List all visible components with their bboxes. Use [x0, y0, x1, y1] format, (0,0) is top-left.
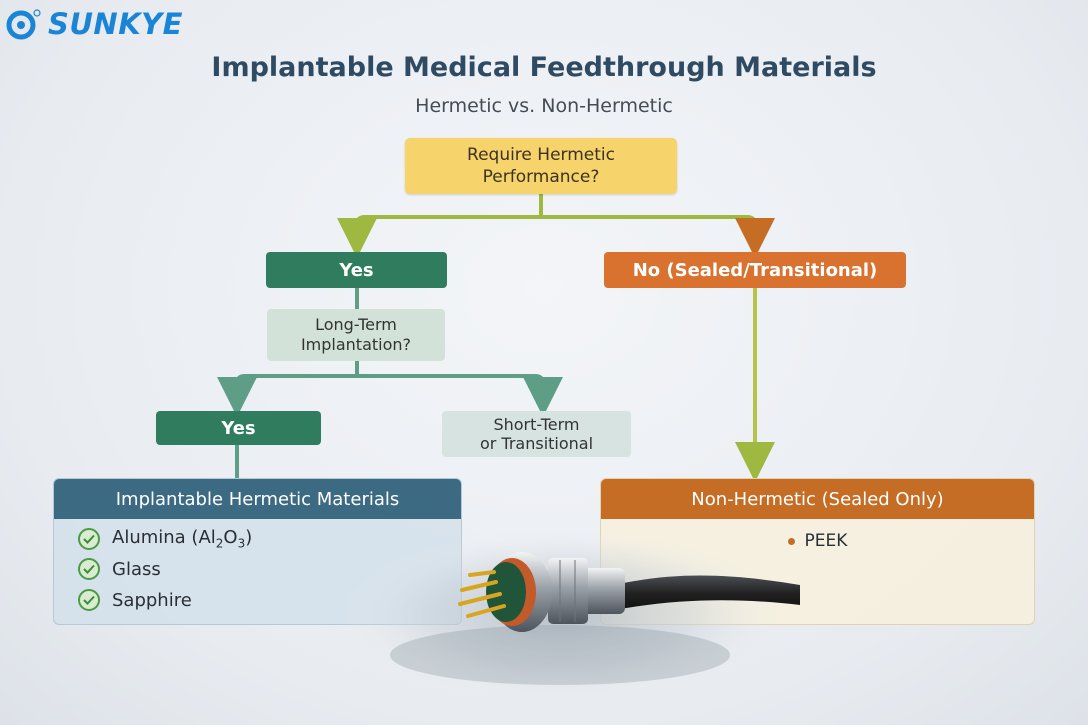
short-term-box: Short-Term or Transitional — [442, 411, 631, 457]
hermetic-question-line1: Require Hermetic — [467, 145, 615, 165]
material-item-peek: PEEK — [601, 531, 1034, 551]
hermetic-question-line2: Performance? — [482, 167, 600, 187]
material-label: Alumina (Al2O3) — [112, 527, 253, 551]
long-term-question-box: Long-Term Implantation? — [267, 309, 445, 361]
hermetic-panel-title: Implantable Hermetic Materials — [54, 479, 461, 519]
check-circle-icon — [78, 589, 100, 611]
material-item-alumina: Alumina (Al2O3) — [78, 527, 252, 551]
hermetic-question-box: Require Hermetic Performance? — [405, 138, 677, 194]
longterm-to-short-line — [357, 374, 563, 417]
check-circle-icon — [78, 527, 100, 550]
material-label: PEEK — [804, 531, 848, 551]
long-term-line1: Long-Term — [315, 315, 397, 334]
bullet-icon — [787, 537, 795, 545]
page-subtitle: Hermetic vs. Non-Hermetic — [415, 95, 673, 117]
root-to-no-line — [541, 215, 775, 258]
yes-long-term-box: Yes — [156, 411, 321, 445]
material-label: Glass — [112, 558, 161, 580]
material-item-sapphire: Sapphire — [78, 589, 192, 611]
brand-name: SUNKYE — [48, 7, 183, 41]
non-hermetic-panel-title: Non-Hermetic (Sealed Only) — [601, 479, 1034, 519]
yes-hermetic-box: Yes — [266, 252, 447, 288]
page-title: Implantable Medical Feedthrough Material… — [211, 52, 877, 83]
sunkye-logo-icon — [6, 9, 41, 40]
check-circle-icon — [78, 558, 100, 580]
short-term-line1: Short-Term — [493, 415, 580, 434]
brand-logo: SUNKYE — [6, 4, 183, 44]
root-to-yes-line — [337, 215, 541, 258]
no-sealed-box: No (Sealed/Transitional) — [604, 252, 906, 288]
longterm-to-yes-line — [217, 374, 357, 417]
material-label: Sapphire — [112, 589, 192, 611]
material-item-glass: Glass — [78, 558, 161, 580]
long-term-line2: Implantation? — [300, 335, 412, 354]
short-term-line2: or Transitional — [479, 434, 594, 453]
